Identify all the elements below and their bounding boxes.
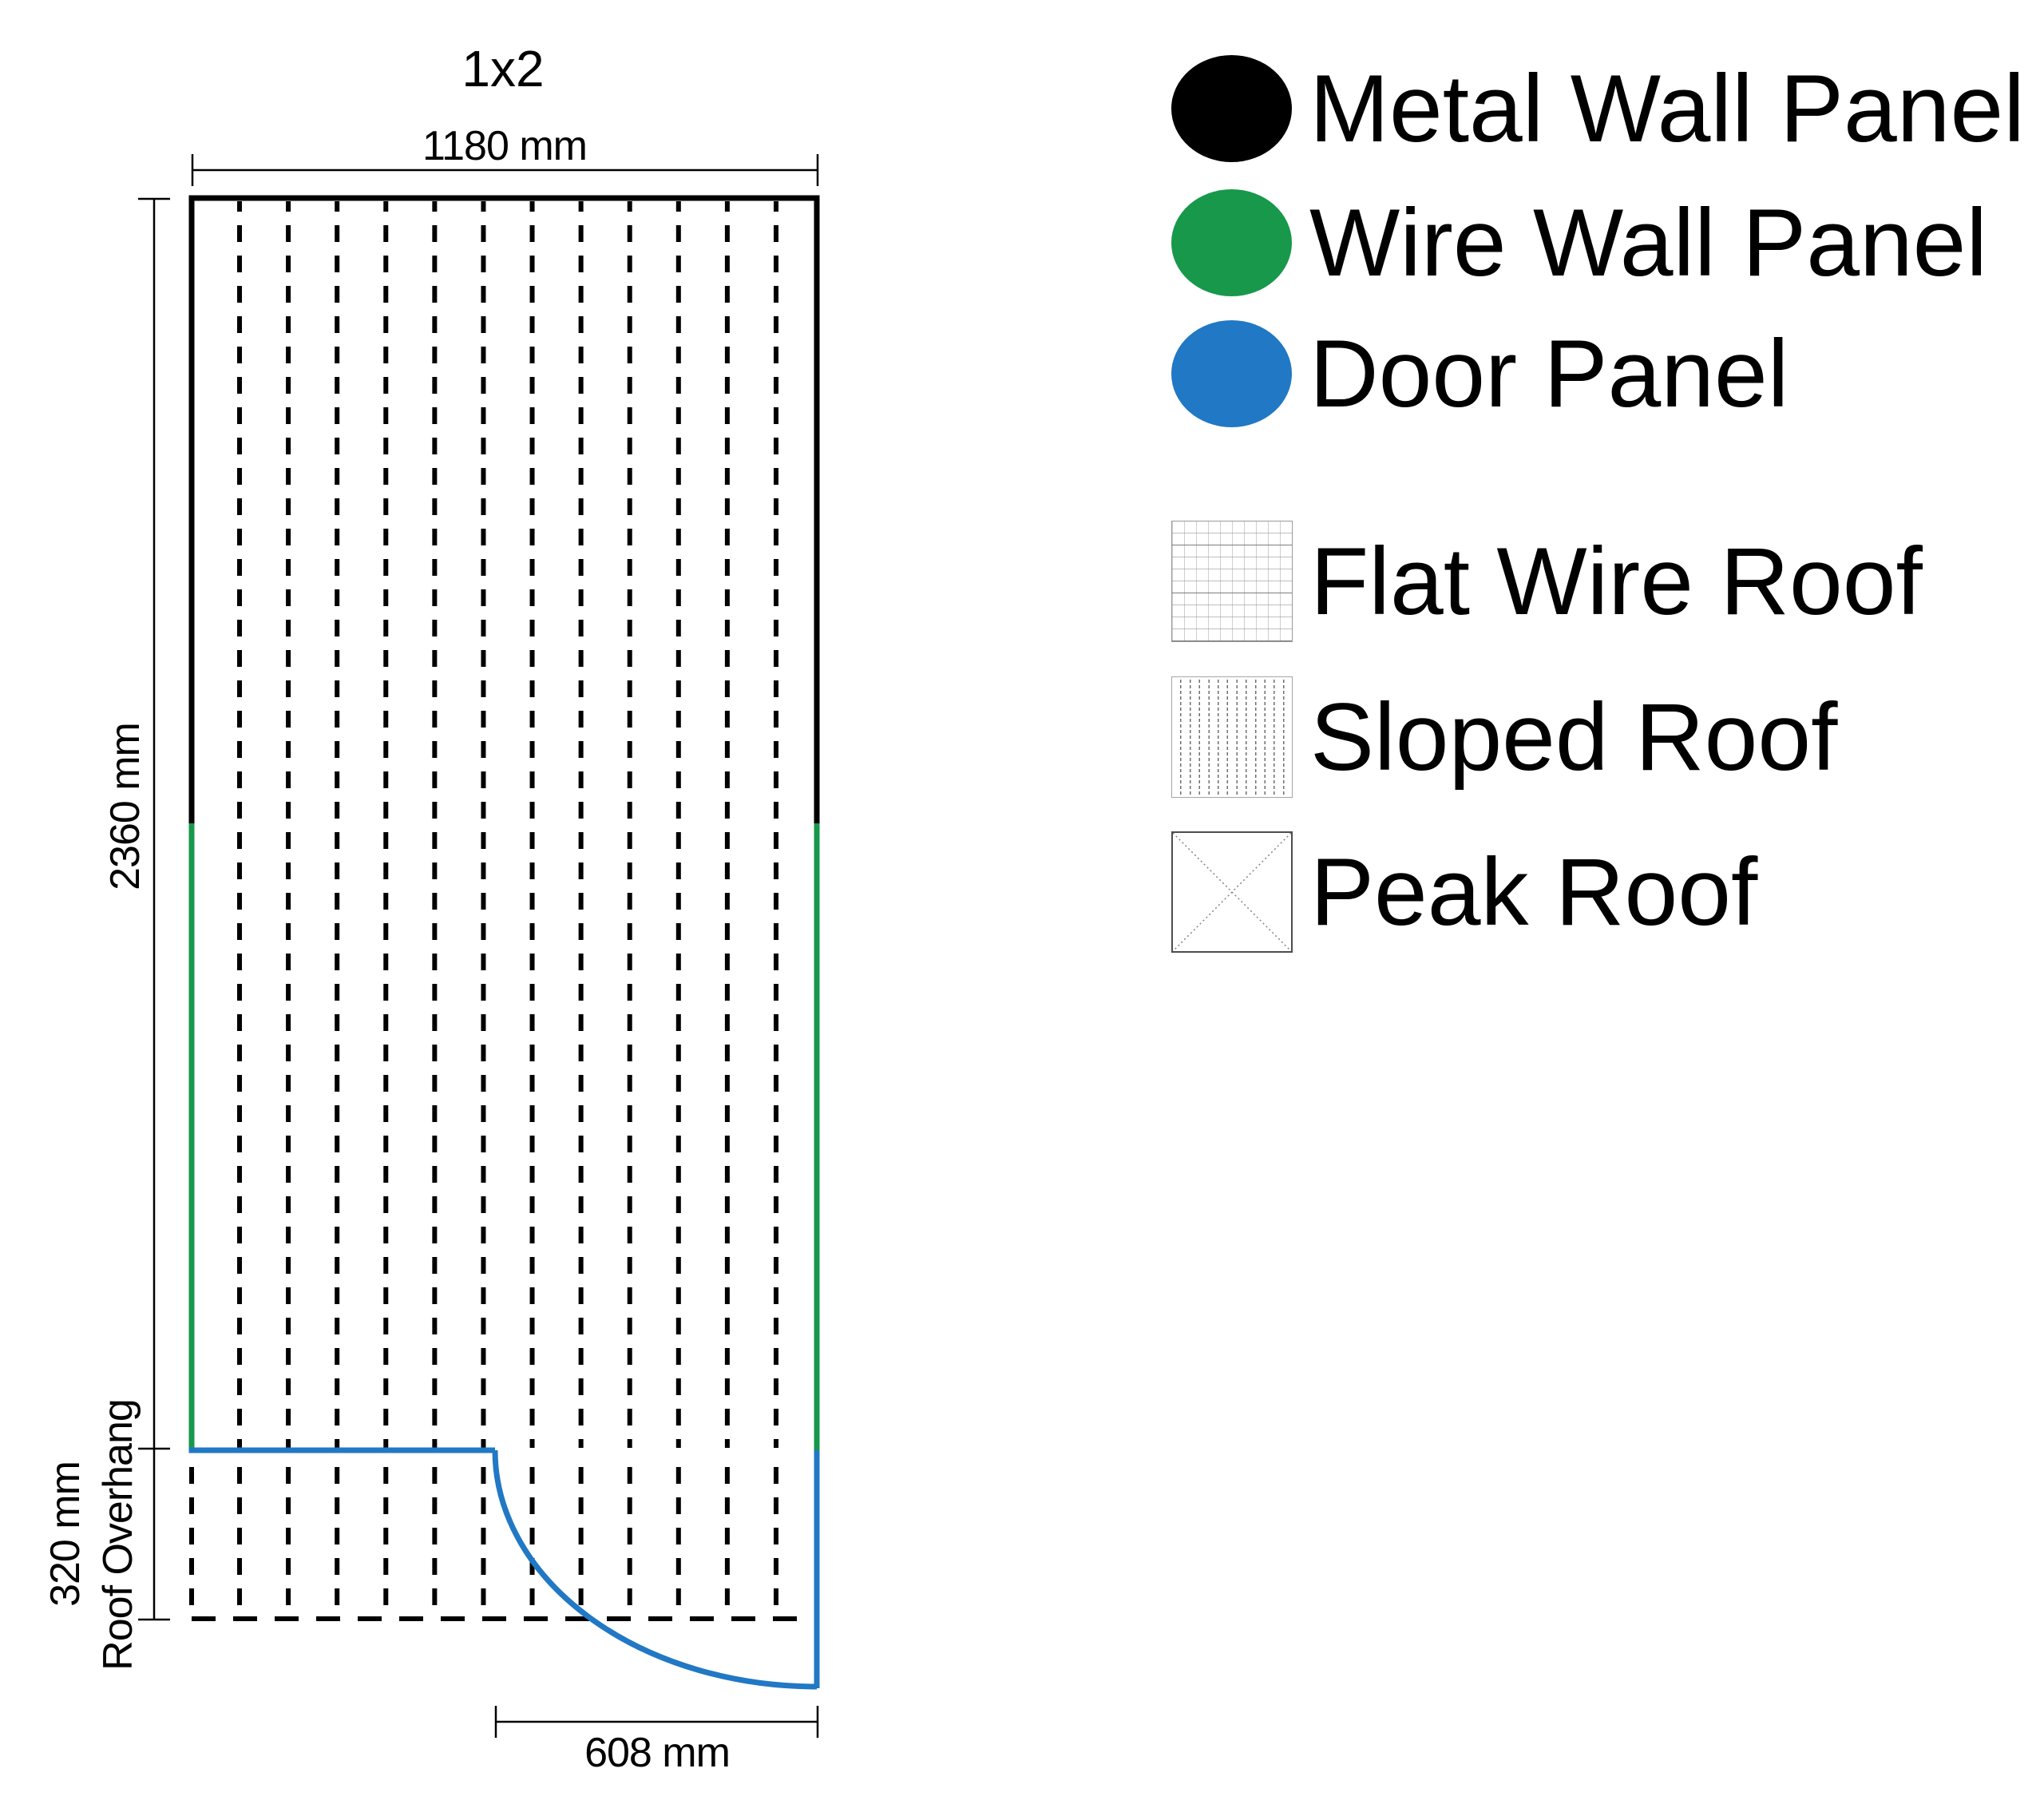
overhang-dimension-label: 320 mm <box>42 1461 89 1607</box>
door-swing-arc <box>492 1449 818 1690</box>
overhang-dimension-sublabel: Roof Overhang <box>95 1399 141 1671</box>
x-diagonals <box>1173 833 1291 951</box>
door-width-dimension-label: 608 mm <box>584 1730 730 1776</box>
height-dimension-label: 2360 mm <box>102 723 149 890</box>
blue-circle-icon <box>1171 320 1292 427</box>
panel-diagram: 1x2 1180 mm 2360 mm 320 mm Roof Overhang <box>42 40 820 1776</box>
legend-item-wire-wall-panel: Wire Wall Panel <box>1171 189 1987 296</box>
legend-label: Door Panel <box>1309 320 1789 427</box>
legend-label: Flat Wire Roof <box>1310 528 1923 635</box>
legend-item-flat-wire-roof: Flat Wire Roof <box>1171 521 1923 642</box>
legend-label: Wire Wall Panel <box>1309 189 1988 296</box>
legend-item-metal-wall-panel: Metal Wall Panel <box>1171 55 2025 162</box>
legend-label: Sloped Roof <box>1310 684 1838 791</box>
width-dimension-label: 1180 mm <box>422 123 587 169</box>
dashed-swatch-icon <box>1171 676 1293 798</box>
legend-item-sloped-roof: Sloped Roof <box>1171 676 1837 798</box>
grid-swatch-icon <box>1171 521 1293 642</box>
x-swatch-icon <box>1171 831 1293 953</box>
green-circle-icon <box>1171 189 1292 296</box>
sloped-roof-hatch <box>237 201 778 1448</box>
legend-item-peak-roof: Peak Roof <box>1171 831 1757 953</box>
legend-item-door-panel: Door Panel <box>1171 320 1788 427</box>
legend-label: Peak Roof <box>1310 839 1758 946</box>
black-circle-icon <box>1171 55 1292 162</box>
roof-overhang-hatch <box>189 1467 778 1617</box>
panel-size-title: 1x2 <box>461 40 544 97</box>
legend-label: Metal Wall Panel <box>1309 55 2025 162</box>
